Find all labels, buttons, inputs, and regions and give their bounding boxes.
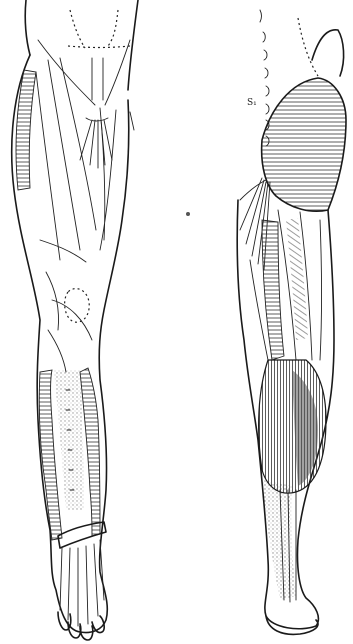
posterior-heel (266, 616, 318, 634)
vertebra-label: S₁ (247, 98, 257, 108)
posterior-thigh-lines (250, 210, 322, 360)
hamstring-hatched-band (262, 220, 284, 360)
anterior-groin-fan (80, 118, 112, 168)
posterior-leg: S₁ (237, 10, 346, 634)
stray-mark (186, 212, 190, 216)
anterior-pelvis-dotted (68, 10, 130, 48)
anterior-shin-stippled-center (54, 370, 84, 510)
anterior-foot-tendons (60, 540, 104, 626)
posterior-thigh-diag-hatch (286, 218, 308, 340)
anterior-knee-lines (46, 272, 92, 372)
anterior-abdomen-lines (38, 40, 130, 105)
anterior-patella-dotted (65, 289, 90, 323)
posterior-iliac-dotted (298, 18, 318, 76)
gluteal-hatched-region (262, 78, 346, 211)
small-stroke-left (130, 112, 134, 130)
anterior-thigh-muscle-lines (36, 58, 116, 262)
anterior-leg (12, 0, 138, 640)
posterior-hip-outline (312, 30, 344, 76)
anterior-toes (58, 612, 104, 640)
